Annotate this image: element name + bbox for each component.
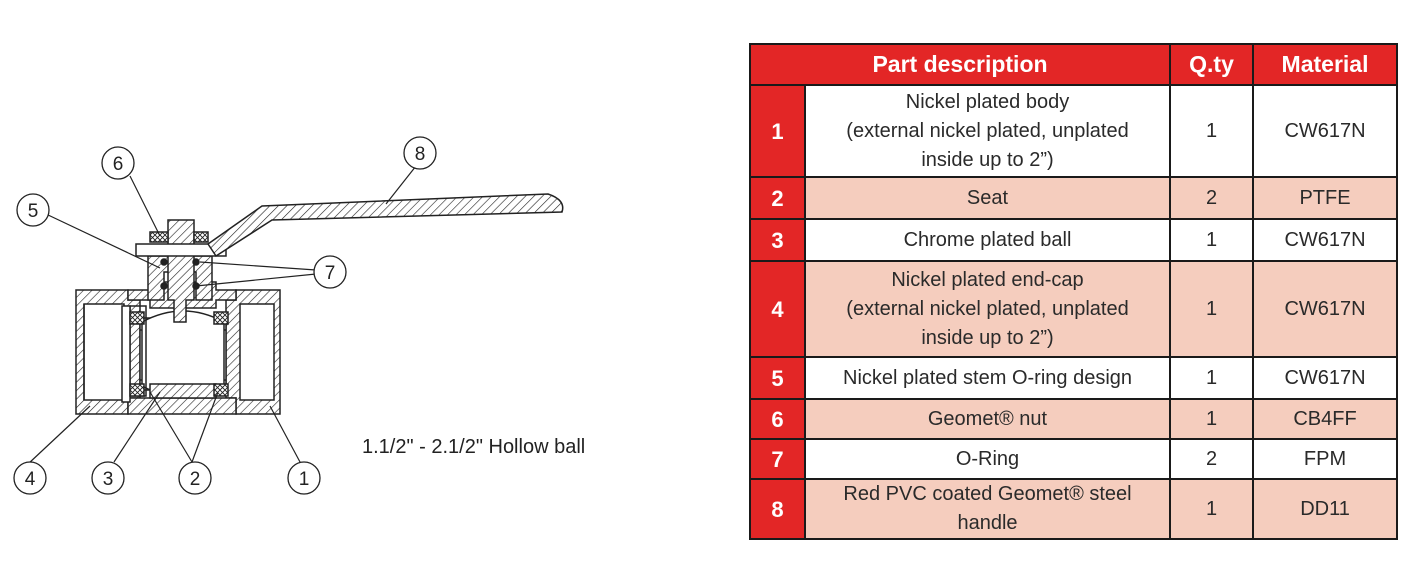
part-number: 8 — [749, 478, 806, 540]
part-material: PTFE — [1252, 176, 1399, 220]
part-number: 6 — [749, 398, 806, 440]
part-description: Chrome plated ball — [803, 218, 1172, 262]
part-material: CW617N — [1252, 84, 1399, 178]
valve-cross-section-diagram: 6 5 8 7 4 3 2 1 — [13, 136, 564, 495]
part-number: 4 — [749, 260, 806, 358]
callout-2-label: 2 — [190, 469, 201, 490]
part-number: 3 — [749, 218, 806, 262]
part-material: CW617N — [1252, 356, 1399, 400]
part-material: CB4FF — [1252, 398, 1399, 440]
part-qty: 2 — [1169, 438, 1255, 480]
callout-1-label: 1 — [299, 469, 310, 490]
part-number: 7 — [749, 438, 806, 480]
callout-2: 2 — [178, 461, 212, 495]
part-description: Nickel plated body(external nickel plate… — [803, 84, 1172, 178]
part-qty: 1 — [1169, 218, 1255, 262]
part-qty: 1 — [1169, 260, 1255, 358]
part-description: Nickel plated stem O-ring design — [803, 356, 1172, 400]
callout-1: 1 — [287, 461, 321, 495]
part-qty: 1 — [1169, 356, 1255, 400]
callout-4: 4 — [13, 461, 47, 495]
header-qty: Q.ty — [1169, 43, 1255, 86]
part-material: CW617N — [1252, 260, 1399, 358]
callout-4-label: 4 — [25, 469, 36, 490]
part-qty: 1 — [1169, 84, 1255, 178]
part-number: 5 — [749, 356, 806, 400]
diagram-caption: 1.1/2" - 2.1/2" Hollow ball — [362, 436, 586, 458]
part-qty: 2 — [1169, 176, 1255, 220]
part-description: Nickel plated end-cap(external nickel pl… — [803, 260, 1172, 358]
part-material: CW617N — [1252, 218, 1399, 262]
callout-5: 5 — [16, 193, 50, 227]
callout-8: 8 — [403, 136, 437, 170]
part-description: Geomet® nut — [803, 398, 1172, 440]
part-material: FPM — [1252, 438, 1399, 480]
callout-3-label: 3 — [103, 469, 114, 490]
callout-7-label: 7 — [325, 263, 336, 284]
part-qty: 1 — [1169, 398, 1255, 440]
callout-6-label: 6 — [113, 154, 124, 175]
callout-7: 7 — [313, 255, 347, 289]
callout-8-label: 8 — [415, 144, 426, 165]
part-number: 1 — [749, 84, 806, 178]
table-header-row: Part description Q.ty Material — [748, 43, 1399, 86]
header-material: Material — [1252, 43, 1399, 86]
part-qty: 1 — [1169, 478, 1255, 540]
callout-6: 6 — [101, 146, 135, 180]
callout-3: 3 — [91, 461, 125, 495]
header-description: Part description — [748, 43, 1172, 86]
leader-lines — [27, 165, 417, 465]
part-description: O-Ring — [803, 438, 1172, 480]
part-description: Seat — [803, 176, 1172, 220]
callout-5-label: 5 — [28, 201, 39, 222]
part-material: DD11 — [1252, 478, 1399, 540]
valve-body — [75, 193, 564, 415]
part-number: 2 — [749, 176, 806, 220]
